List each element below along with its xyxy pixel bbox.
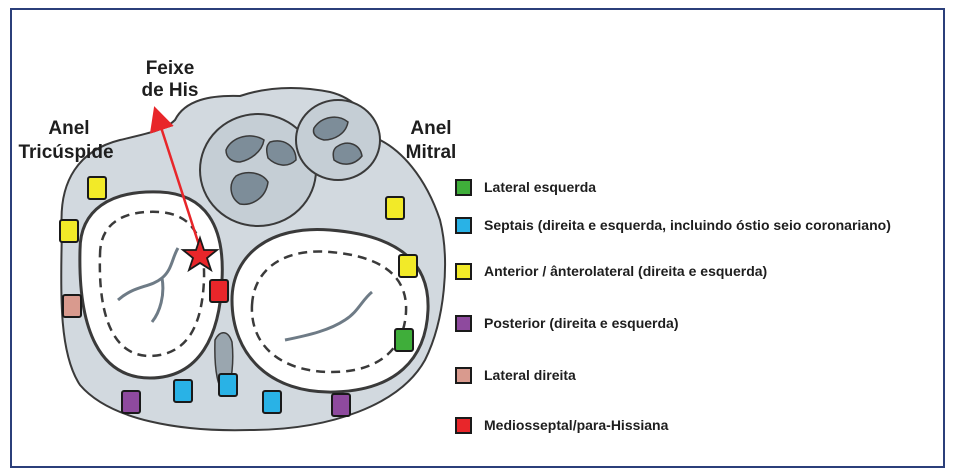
legend-label: Mediosseptal/para-Hissiana: [484, 417, 668, 433]
legend-label: Lateral esquerda: [484, 179, 596, 195]
legend-swatch: [455, 417, 472, 434]
legend-item-mediosseptal: Mediosseptal/para-Hissiana: [455, 414, 668, 436]
label-de-his: de His: [120, 80, 220, 103]
marker-anterior-4: [399, 255, 417, 277]
marker-septal-1: [174, 380, 192, 402]
legend-swatch: [455, 179, 472, 196]
legend-label: Posterior (direita e esquerda): [484, 315, 679, 331]
legend-item-anterior: Anterior / ânterolateral (direita e esqu…: [455, 260, 767, 282]
legend-item-lateral-esquerda: Lateral esquerda: [455, 176, 596, 198]
tricuspid-valve: [80, 192, 222, 378]
marker-posterior-2: [332, 394, 350, 416]
label-feixe: Feixe: [120, 58, 220, 81]
marker-anterior-1: [88, 177, 106, 199]
mitral-valve: [232, 229, 428, 392]
label-anel-mitral-2: Mitral: [396, 142, 466, 165]
legend-item-lateral-direita: Lateral direita: [455, 364, 576, 386]
label-anel-tricuspide-2: Tricúspide: [6, 142, 126, 165]
marker-posterior-1: [122, 391, 140, 413]
marker-septal-2: [219, 374, 237, 396]
legend-label: Septais (direita e esquerda, incluindo ó…: [484, 217, 891, 233]
legend-item-septais: Septais (direita e esquerda, incluindo ó…: [455, 214, 891, 236]
marker-lateral-esquerda: [395, 329, 413, 351]
marker-mediosseptal: [210, 280, 228, 302]
legend-label: Anterior / ânterolateral (direita e esqu…: [484, 263, 767, 279]
legend-swatch: [455, 263, 472, 280]
legend-swatch: [455, 367, 472, 384]
marker-anterior-3: [386, 197, 404, 219]
marker-lateral-direita: [63, 295, 81, 317]
legend-swatch: [455, 217, 472, 234]
legend-swatch: [455, 315, 472, 332]
marker-septal-3: [263, 391, 281, 413]
legend-label: Lateral direita: [484, 367, 576, 383]
label-anel-mitral-1: Anel: [396, 118, 466, 141]
legend-item-posterior: Posterior (direita e esquerda): [455, 312, 679, 334]
label-anel-tricuspide-1: Anel: [14, 118, 124, 141]
marker-anterior-2: [60, 220, 78, 242]
